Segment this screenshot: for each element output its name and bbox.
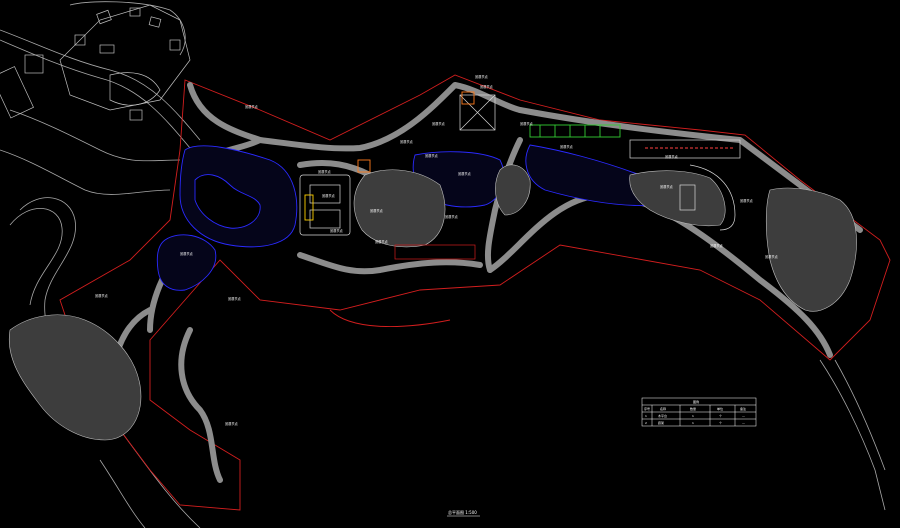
legend-cell: 1 [645, 414, 647, 418]
map-label: 景观节点 [225, 421, 239, 426]
plaza-areas [8, 164, 857, 441]
legend-cell: 1 [692, 421, 694, 425]
map-label: 景观节点 [370, 208, 384, 213]
map-labels: 景观节点 景观节点 景观节点 景观节点 景观节点 景观节点 景观节点 景观节点 … [95, 74, 779, 426]
map-label: 景观节点 [765, 254, 779, 259]
map-label: 景观节点 [740, 198, 754, 203]
legend-cell: 个 [719, 421, 722, 425]
plan-title: 总平面图 1:500 [448, 509, 477, 515]
map-label: 景观节点 [228, 296, 242, 301]
legend-cell: 1 [692, 414, 694, 418]
map-label: 景观节点 [475, 74, 489, 79]
map-label: 景观节点 [318, 169, 332, 174]
structures [299, 94, 741, 260]
map-label: 景观节点 [322, 193, 336, 198]
map-label: 景观节点 [432, 121, 446, 126]
map-label: 景观节点 [665, 154, 679, 159]
map-label: 景观节点 [480, 84, 494, 89]
map-label: 景观节点 [400, 139, 414, 144]
legend-cell: 木平台 [658, 413, 667, 418]
legend-table-text: 图例 序号 名称 数量 单位 备注 1 木平台 1 个 — 2 廊架 1 个 — [644, 399, 746, 425]
map-label: 景观节点 [458, 171, 472, 176]
legend-col-note: 备注 [740, 406, 746, 411]
map-label: 景观节点 [560, 144, 574, 149]
legend-cell: 2 [645, 421, 647, 425]
legend-col-no: 序号 [644, 406, 650, 411]
legend-cell: — [742, 421, 745, 425]
map-label: 景观节点 [330, 228, 344, 233]
legend-cell: 廊架 [658, 420, 664, 425]
map-label: 景观节点 [180, 251, 194, 256]
map-label: 景观节点 [710, 243, 724, 248]
map-label: 景观节点 [425, 153, 439, 158]
plan-title-block: 总平面图 1:500 [447, 509, 480, 517]
legend-cell: — [742, 414, 745, 418]
water-bodies [156, 144, 671, 291]
legend-table-header: 图例 [693, 399, 699, 404]
highlight-details [304, 91, 735, 221]
map-label: 景观节点 [445, 214, 459, 219]
map-label: 景观节点 [375, 239, 389, 244]
legend-col-name: 名称 [660, 406, 666, 411]
legend-col-unit: 单位 [717, 406, 723, 411]
map-label: 景观节点 [245, 104, 259, 109]
legend-table [641, 397, 757, 427]
legend-cell: 个 [719, 414, 722, 418]
context-buildings [0, 4, 191, 121]
legend-col-qty: 数量 [690, 406, 696, 411]
map-label: 景观节点 [660, 184, 674, 189]
map-label: 景观节点 [95, 293, 109, 298]
map-label: 景观节点 [520, 121, 534, 126]
